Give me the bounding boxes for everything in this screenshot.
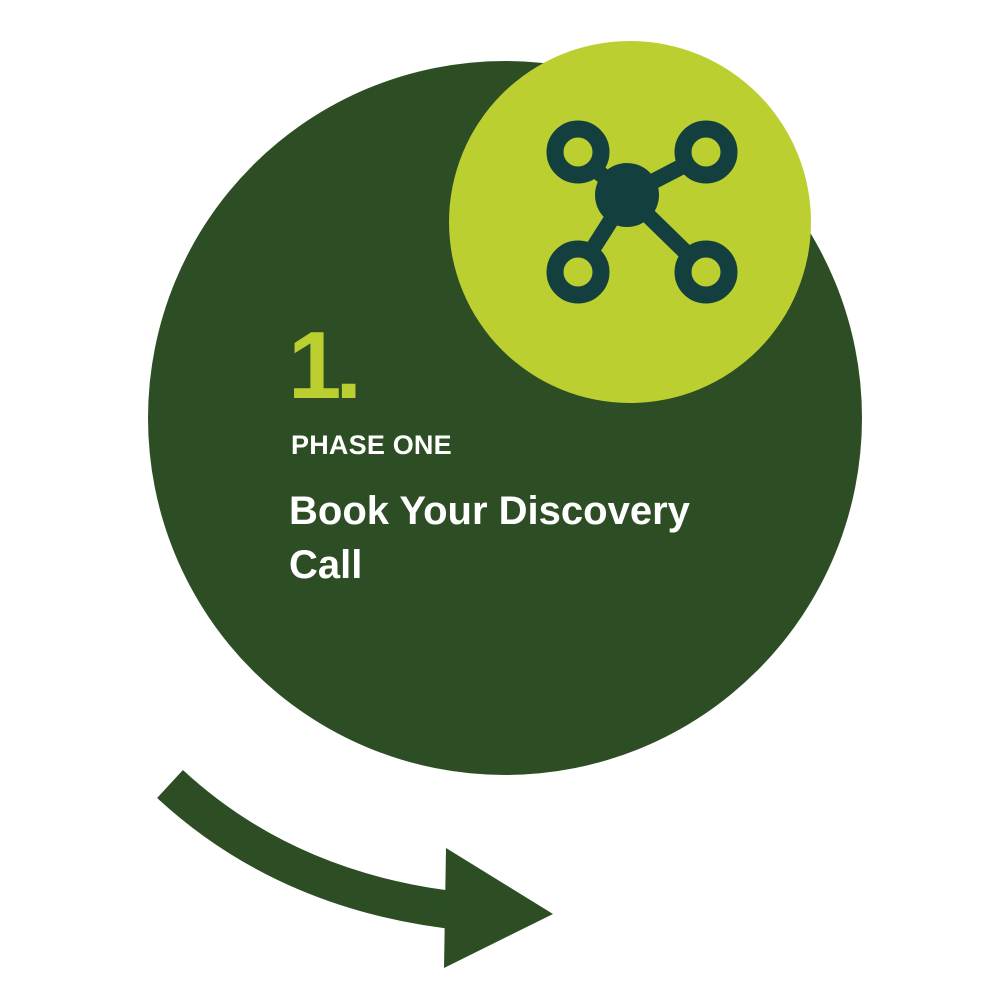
network-nodes-icon — [546, 120, 738, 304]
phase-label: PHASE ONE — [291, 430, 452, 460]
step-number: 1. — [288, 312, 362, 419]
curved-arrow-right-icon — [157, 770, 553, 968]
step-title: Book Your Discovery Call — [289, 489, 690, 587]
